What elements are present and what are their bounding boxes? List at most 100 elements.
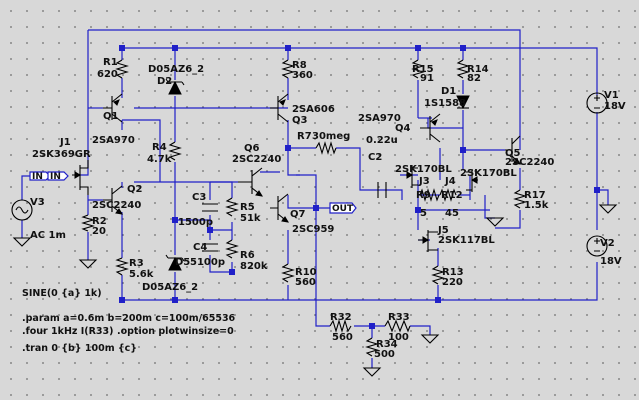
- r15-resistor[interactable]: [411, 59, 425, 79]
- j3-jfet[interactable]: [406, 165, 418, 188]
- r12-resistor[interactable]: [439, 188, 457, 202]
- ground-icon: [598, 204, 618, 214]
- r14-resistor[interactable]: [456, 59, 470, 79]
- r6-resistor[interactable]: [225, 239, 239, 259]
- q6-transistor[interactable]: [238, 167, 263, 197]
- d2-ref: D2: [157, 76, 172, 87]
- r13-value: 220: [442, 277, 463, 288]
- r32-ref: R32: [330, 312, 352, 323]
- r15-ref: R15: [412, 64, 434, 75]
- d1-ref: D1: [441, 86, 456, 97]
- r10-ref: R10: [295, 267, 317, 278]
- r4-value: 4.7k: [147, 154, 172, 165]
- r14-ref: R14: [467, 64, 489, 75]
- r4-ref: R4: [152, 142, 167, 153]
- v1-ref: V1: [604, 90, 619, 101]
- d1-diode[interactable]: [456, 95, 470, 110]
- source-directive[interactable]: SINE(0 {a} 1k): [22, 288, 102, 299]
- r5-resistor[interactable]: [225, 197, 239, 217]
- r3-resistor[interactable]: [115, 257, 129, 276]
- r13-ref: R13: [442, 267, 464, 278]
- r7-ref: R7: [297, 131, 312, 142]
- c3-capacitor[interactable]: [202, 203, 218, 212]
- r2-ref: R2: [92, 216, 107, 227]
- j3-ref: J3: [418, 176, 430, 187]
- q2-transistor[interactable]: [103, 185, 123, 215]
- in-net-flag[interactable]: IN IN: [21, 171, 69, 182]
- q3-ref: Q3: [292, 115, 308, 126]
- r17-value: 1.5k: [524, 200, 549, 211]
- q5-ref: Q5: [505, 148, 521, 159]
- option-directive[interactable]: .option plotwinsize=0: [117, 326, 234, 337]
- r4-resistor[interactable]: [168, 141, 182, 161]
- r34-resistor[interactable]: [365, 337, 379, 357]
- r8-resistor[interactable]: [281, 59, 295, 79]
- d5-zener-diode[interactable]: [165, 254, 185, 271]
- r33-resistor[interactable]: [384, 319, 411, 333]
- d5-ref: D5: [175, 257, 190, 268]
- r2-resistor[interactable]: [81, 214, 95, 232]
- ground-icon: [420, 334, 440, 344]
- v3-ref: V3: [30, 197, 45, 208]
- spice-directives[interactable]: SINE(0 {a} 1k) .param a=0.6m b=200m c=10…: [22, 288, 236, 354]
- q5-transistor[interactable]: [505, 135, 521, 165]
- v3-value: AC 1m: [30, 230, 66, 241]
- q6-ref: Q6: [244, 143, 260, 154]
- r9-value: 5: [420, 208, 427, 219]
- ground-icon: [485, 217, 505, 227]
- r5-value: 51k: [240, 213, 261, 224]
- component-labels: R1 620 D05AZ6_2 D2 Q1 2SA970 J1 2SK369GR…: [30, 57, 626, 360]
- c2-capacitor[interactable]: [377, 182, 387, 198]
- q1-ref: Q1: [103, 111, 119, 122]
- r33-ref: R33: [388, 312, 410, 323]
- r17-ref: R17: [524, 190, 546, 201]
- r17-resistor[interactable]: [513, 189, 527, 209]
- r1-value: 620: [97, 69, 118, 80]
- q6-value: 2SC2240: [232, 154, 281, 165]
- v1-source[interactable]: [586, 92, 608, 114]
- r13-resistor[interactable]: [431, 265, 445, 285]
- q4-ref: Q4: [395, 123, 411, 134]
- c2-ref: C2: [368, 152, 382, 163]
- r1-resistor[interactable]: [115, 59, 129, 79]
- ground-icon: [362, 367, 382, 377]
- q7-transistor[interactable]: [270, 193, 289, 223]
- v2-source[interactable]: [586, 235, 608, 257]
- tran-directive[interactable]: .tran 0 {b} 100m {c}: [22, 343, 137, 354]
- d2-value: D05AZ6_2: [148, 64, 204, 75]
- j1-value: 2SK369GR: [32, 149, 91, 160]
- r2-value: 20: [92, 226, 106, 237]
- q3-transistor[interactable]: [270, 93, 289, 123]
- r32-value: 560: [332, 332, 353, 343]
- out-net-flag[interactable]: OUT: [329, 202, 357, 214]
- r9-resistor[interactable]: [419, 188, 440, 202]
- r8-value: 360: [292, 70, 313, 81]
- q2-value: 2SC2240: [92, 200, 141, 211]
- j3-value: 2SK170BL: [395, 164, 452, 175]
- c4-capacitor[interactable]: [202, 243, 218, 252]
- q5-value: 2SC2240: [505, 157, 554, 168]
- c3-ref: C3: [192, 192, 206, 203]
- r5-ref: R5: [240, 202, 255, 213]
- v3-source[interactable]: [11, 199, 33, 221]
- q4-transistor[interactable]: [420, 113, 441, 143]
- j5-ref: J5: [437, 225, 449, 236]
- r32-resistor[interactable]: [329, 319, 352, 333]
- j1-jfet[interactable]: [72, 160, 89, 195]
- r10-resistor[interactable]: [281, 263, 295, 283]
- c4-value: 5100p: [190, 257, 225, 268]
- param-directive[interactable]: .param a=0.6m b=200m c=100m/65536: [22, 313, 236, 324]
- q2-ref: Q2: [127, 184, 143, 195]
- in-net-label: IN: [32, 172, 43, 182]
- j5-jfet[interactable]: [418, 230, 438, 252]
- out-net-label: OUT: [332, 204, 354, 214]
- q1-transistor[interactable]: [103, 93, 123, 123]
- j4-jfet[interactable]: [466, 170, 478, 192]
- r34-value: 500: [374, 349, 395, 360]
- r7-resistor[interactable]: [315, 141, 337, 155]
- four-directive[interactable]: .four 1kHz I(R33): [22, 326, 114, 337]
- d2-zener-diode[interactable]: [165, 78, 185, 95]
- j5-value: 2SK117BL: [438, 235, 495, 246]
- j4-ref: J4: [444, 176, 456, 187]
